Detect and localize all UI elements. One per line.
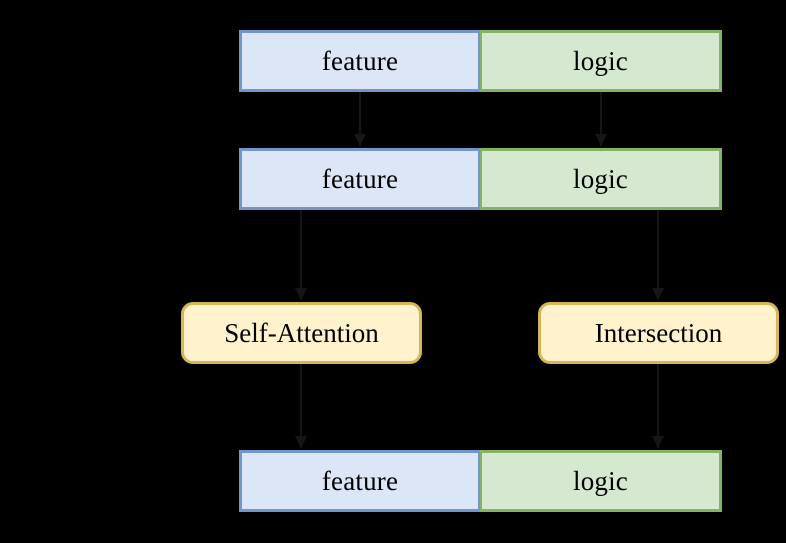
logic-block-row-2[interactable]: logic — [480, 148, 722, 210]
logic-block-row-1[interactable]: logic — [480, 30, 722, 92]
feature-logic-bar-row-2: feature logic — [239, 148, 722, 210]
feature-block-row-1[interactable]: feature — [239, 30, 480, 92]
feature-logic-bar-row-1: feature logic — [239, 30, 722, 92]
feature-logic-bar-row-3: feature logic — [239, 450, 722, 512]
intersection-box[interactable]: Intersection — [538, 302, 779, 364]
feature-block-row-2[interactable]: feature — [239, 148, 480, 210]
self-attention-box[interactable]: Self-Attention — [181, 302, 422, 364]
feature-block-row-3[interactable]: feature — [239, 450, 480, 512]
logic-block-row-3[interactable]: logic — [480, 450, 722, 512]
